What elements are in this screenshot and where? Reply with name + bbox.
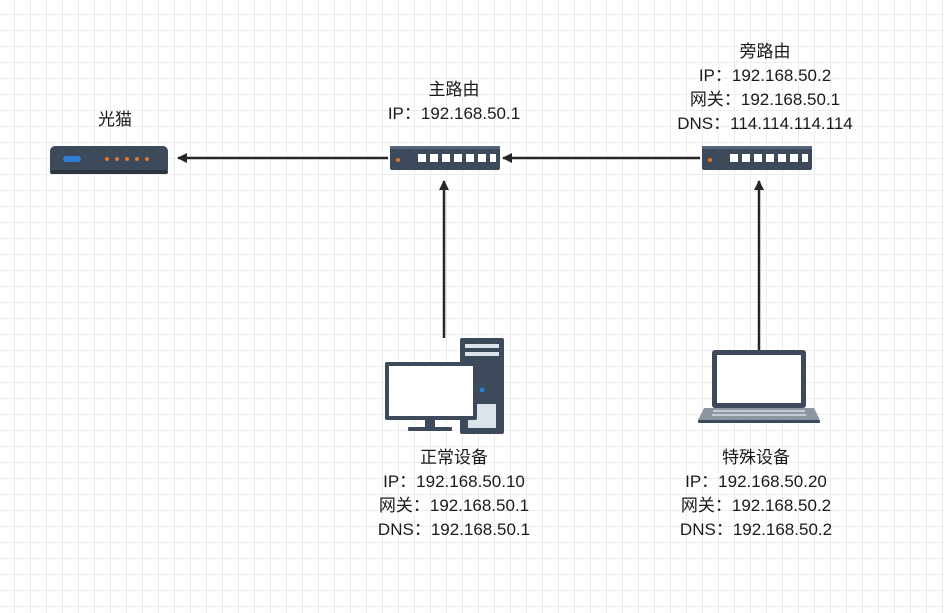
desktop-computer-icon — [385, 338, 504, 434]
special-device-label: 特殊设备 IP：192.168.50.20 网关：192.168.50.2 DN… — [680, 446, 832, 542]
special-device-dns: DNS：192.168.50.2 — [679, 520, 833, 539]
bypass-router-label: 旁路由 IP：192.168.50.2 网关：192.168.50.1 DNS：… — [677, 40, 852, 136]
modem-icon — [50, 146, 168, 174]
main-router-label: 主路由 IP：192.168.50.1 — [388, 78, 520, 126]
modem-label: 光猫 — [98, 108, 132, 132]
main-router-ip: IP：192.168.50.1 — [387, 104, 521, 123]
normal-device-gateway: 网关：192.168.50.1 — [378, 496, 530, 515]
bypass-router-icon — [702, 146, 812, 170]
laptop-icon — [698, 350, 820, 423]
normal-device-label: 正常设备 IP：192.168.50.10 网关：192.168.50.1 DN… — [378, 446, 530, 542]
special-device-ip: IP：192.168.50.20 — [685, 472, 827, 491]
connectors — [177, 153, 764, 350]
main-router-icon — [390, 146, 500, 170]
bypass-router-ip: IP：192.168.50.2 — [698, 66, 832, 85]
normal-device-ip: IP：192.168.50.10 — [383, 472, 525, 491]
bypass-router-name: 旁路由 — [739, 42, 791, 61]
normal-device-name: 正常设备 — [420, 448, 488, 467]
bypass-router-gateway: 网关：192.168.50.1 — [689, 90, 841, 109]
special-device-gateway: 网关：192.168.50.2 — [680, 496, 832, 515]
main-router-name: 主路由 — [428, 80, 480, 99]
normal-device-dns: DNS：192.168.50.1 — [377, 520, 531, 539]
special-device-name: 特殊设备 — [722, 448, 790, 467]
bypass-router-dns: DNS：114.114.114.114 — [677, 114, 853, 133]
modem-name: 光猫 — [98, 110, 132, 129]
